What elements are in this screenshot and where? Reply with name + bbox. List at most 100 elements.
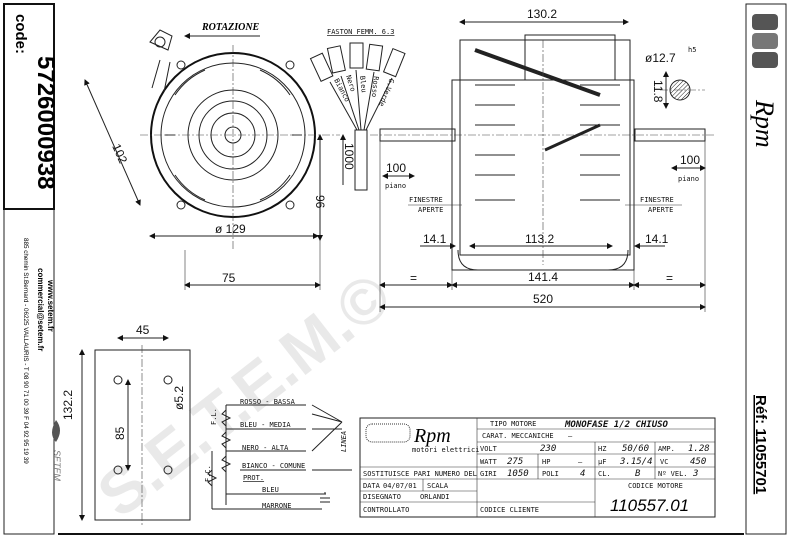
hz-label: HZ [598,445,606,453]
mounting-bracket: 45 132.2 85 ø5.2 [61,323,191,525]
sostituisce-label: SOSTITUISCE PARI NUMERO DEL [363,470,477,478]
dim-left-100: 100 [386,161,406,175]
wire-bleu: BLEU [262,486,279,494]
right-brand: Rpm [750,99,779,148]
dim-right-100: 100 [680,153,700,167]
vc-label: VC [660,458,668,466]
piano-left: piano [385,182,406,190]
email-text[interactable]: commercial@setem.fr [36,268,45,351]
code-box [3,3,55,210]
dim-132-2: 132.2 [61,390,75,420]
thermal-protector-label: PROT. [243,474,264,482]
data-value: 04/07/01 [383,482,417,490]
dim-130-2: 130.2 [527,7,557,21]
side-view: 130.2 ø12.7 h5 11.8 100 piano 100 piano … [370,7,715,312]
tipo-motore-value: MONOFASE 1/2 CHIUSO [564,420,669,430]
wire-label-rosso: Rosso [370,76,380,98]
wire-label-bleu: Bleu [358,75,368,93]
disegnato-label: DISEGNATO [363,493,401,501]
dim-lead-length: 1000 [342,143,356,170]
dim-113-2: 113.2 [525,232,554,246]
title-block: Rpm motori elettrici TIPO MOTORE MONOFAS… [359,417,716,518]
dim-75: 75 [222,271,236,285]
wire-bleu-media: BLEU - MEDIA [240,421,291,429]
dim-96: 96 [313,195,327,209]
giri-value: 1050 [507,469,529,479]
contact-block: www.setem.fr commercial@setem.fr 885 che… [22,238,62,482]
amp-value: 1.28 [688,444,710,454]
nvel-label: Nº VEL. [658,470,688,478]
watermark: S.E.T.E.M.© [84,259,404,531]
cl-label: CL. [598,470,611,478]
title-logo-sub: motori elettrici [412,446,479,454]
codice-cliente-label: CODICE CLIENTE [480,506,539,514]
linea-label: LINEA [340,431,348,452]
rpm-logo-coils-icon [365,423,411,443]
wire-bianco-comune: BIANCO - COMUNE [242,462,305,470]
website-text[interactable]: www.setem.fr [46,279,55,332]
faston-title: FASTON FEMM. 6.3 [327,28,394,36]
uf-label: µF [598,458,606,466]
dim-shaft-tolerance: h5 [688,46,696,54]
disegnato-value: ORLANDI [420,493,450,501]
windows-left-2: APERTE [418,206,443,214]
dim-102: 102 [109,142,130,166]
data-label: DATA [363,482,381,490]
windows-right-2: APERTE [648,206,673,214]
codice-motore-label: CODICE MOTORE [628,482,683,490]
dim-diameter-129: ø 129 [215,222,246,236]
dim-shaft-diameter: ø12.7 [645,51,676,65]
dim-right-14-1: 14.1 [645,232,669,246]
dim-eq-right: = [666,271,673,285]
uf-value: 3.15/4 [619,457,653,467]
dim-141-4: 141.4 [528,270,558,284]
address-text: 885 chemin St.Bernard - 06225 VALLAURIS … [22,238,29,464]
hp-label: HP [542,458,550,466]
codice-motore-value: 110557.01 [610,496,689,515]
code-label: code: [12,14,29,54]
rpm-coil-logo-icon [752,14,778,68]
piano-right: piano [678,175,699,183]
hp-value: — [578,458,583,466]
windows-right-1: FINESTRE [640,196,674,204]
poli-value: 4 [580,469,585,479]
dim-eq-left: = [410,271,417,285]
reference-number: Réf: 11055701 [752,395,769,494]
volt-label: VOLT [480,445,498,453]
winding-fl-label: F.L. [210,408,218,425]
nvel-value: 3 [692,469,698,479]
tipo-motore-label: TIPO MOTORE [490,420,536,428]
poli-label: POLI [542,470,559,478]
carat-label: CARAT. MECCANICHE [482,432,554,440]
dim-11-8: 11.8 [651,80,665,103]
watt-label: WATT [480,458,498,466]
setem-logo-text: SETEM [52,450,62,482]
dim-hole-5-2: ø5.2 [172,386,186,410]
rotation-label: ROTAZIONE [201,22,260,33]
giri-label: GIRI [480,470,497,478]
dim-left-14-1: 14.1 [423,232,447,246]
code-value: 5726000938 [32,56,59,189]
dim-85: 85 [113,426,127,440]
carat-value: — [568,432,573,440]
dim-45: 45 [136,323,150,337]
vc-value: 450 [690,457,706,467]
title-logo: Rpm [413,425,451,447]
hz-value: 50/60 [622,444,649,454]
dim-520: 520 [533,292,553,306]
wire-nero-alta: NERO - ALTA [242,444,289,452]
volt-value: 230 [540,444,556,454]
winding-fc-label: F.C. [204,465,212,482]
windows-left-1: FINESTRE [409,196,443,204]
cl-value: B [635,469,641,479]
setem-bird-logo-icon [52,420,60,442]
wire-marrone: MARRONE [262,502,292,510]
right-strip-frame [745,3,787,535]
scala-label: SCALA [427,482,449,490]
wiring-diagram: ROSSO - BASSA BLEU - MEDIA NERO - ALTA B… [204,398,352,510]
watt-value: 275 [507,457,523,467]
front-view: ROTAZIONE ø 129 75 96 102 [84,22,340,290]
amp-label: AMP. [658,445,675,453]
